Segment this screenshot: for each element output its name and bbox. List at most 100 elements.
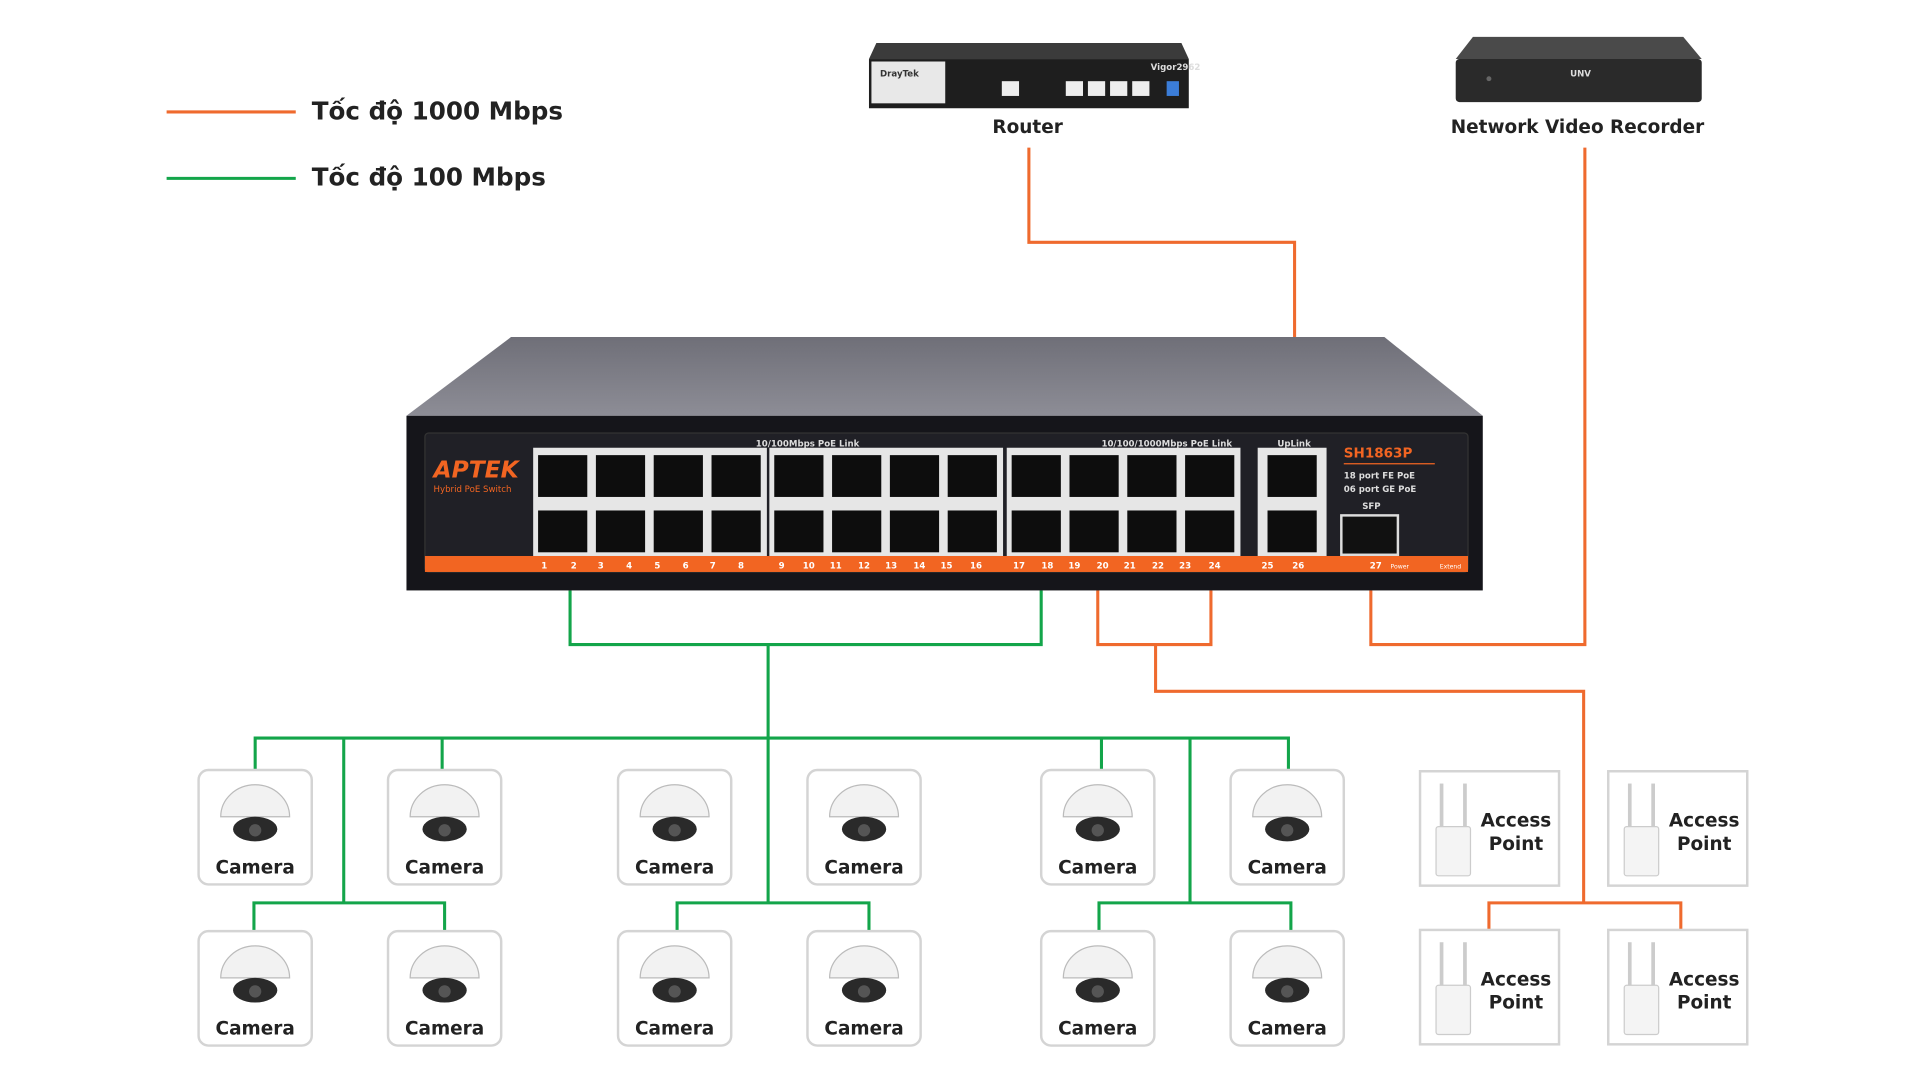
- port-number: 12: [858, 561, 870, 571]
- ap-link-ports: [1096, 590, 1213, 647]
- camera-label: Camera: [405, 1018, 484, 1039]
- access-point-icon: [1435, 783, 1472, 877]
- router[interactable]: DrayTek Vigor2962 Router: [868, 43, 1201, 138]
- router-link: [1027, 147, 1297, 340]
- rj45-port[interactable]: [595, 510, 646, 553]
- nvr-link: [1369, 147, 1587, 647]
- access-point-icon: [1623, 783, 1660, 877]
- camera-node[interactable]: Camera: [1039, 768, 1156, 886]
- camera-label: Camera: [216, 857, 295, 878]
- uplink-label: UpLink: [1277, 440, 1311, 450]
- dome-camera-icon: [220, 784, 291, 842]
- rj45-port[interactable]: [1069, 455, 1119, 497]
- rj45-port[interactable]: [653, 510, 703, 553]
- port-number: 7: [710, 561, 716, 571]
- legend: Tốc độ 1000 Mbps Tốc độ 100 Mbps: [166, 96, 563, 192]
- rj45-port[interactable]: [1011, 455, 1061, 497]
- rj45-port[interactable]: [1185, 455, 1235, 497]
- nvr[interactable]: UNV Network Video Recorder: [1451, 36, 1705, 138]
- rj45-port[interactable]: [711, 455, 761, 497]
- port-number: 27: [1370, 561, 1382, 571]
- rj45-port[interactable]: [1185, 510, 1235, 553]
- rj45-port[interactable]: [774, 510, 824, 553]
- camera-node[interactable]: Camera: [806, 929, 922, 1047]
- camera-node[interactable]: Camera: [806, 768, 922, 886]
- camera-node[interactable]: Camera: [616, 768, 733, 886]
- dome-camera-icon: [1062, 784, 1133, 842]
- rj45-port[interactable]: [832, 455, 882, 497]
- camera-bus: [253, 736, 1290, 771]
- group1-label: 10/100Mbps PoE Link: [756, 440, 860, 450]
- rj45-port[interactable]: [538, 455, 588, 497]
- port-number: 14: [913, 561, 925, 571]
- nvr-label: Network Video Recorder: [1451, 117, 1705, 138]
- rj45-port[interactable]: [889, 455, 940, 497]
- camera-label: Camera: [1058, 857, 1137, 878]
- nvr-brand: UNV: [1570, 69, 1591, 79]
- rj45-port[interactable]: [774, 455, 824, 497]
- access-point-label: Point: [1489, 834, 1544, 855]
- sfp-label: SFP: [1362, 502, 1380, 512]
- switch-spec-ge: 06 port GE PoE: [1344, 485, 1417, 495]
- camera-label: Camera: [1248, 1018, 1327, 1039]
- legend-label-100: Tốc độ 100 Mbps: [312, 163, 546, 192]
- rj45-port[interactable]: [595, 455, 646, 497]
- sfp-port[interactable]: [1340, 514, 1400, 556]
- port-number: 11: [830, 561, 842, 571]
- rj45-port[interactable]: [538, 510, 588, 553]
- port-number: 9: [779, 561, 785, 571]
- group2-label: 10/100/1000Mbps PoE Link: [1101, 440, 1232, 450]
- nvr-top: [1455, 36, 1702, 60]
- camera-node[interactable]: Camera: [1229, 929, 1346, 1047]
- access-point-label: Access: [1669, 811, 1740, 832]
- camera-node[interactable]: Camera: [197, 929, 313, 1047]
- camera-label: Camera: [824, 857, 903, 878]
- port-number-strip: [424, 555, 1469, 572]
- camera-node[interactable]: Camera: [616, 929, 733, 1047]
- port-number: 23: [1179, 561, 1191, 571]
- rj45-port[interactable]: [947, 510, 997, 553]
- dome-camera-icon: [828, 945, 900, 1003]
- camera-node[interactable]: Camera: [197, 768, 313, 886]
- port-number: 16: [970, 561, 982, 571]
- dome-camera-icon: [409, 784, 480, 842]
- rj45-port[interactable]: [947, 455, 997, 497]
- access-point-label: Point: [1489, 993, 1544, 1014]
- rj45-port[interactable]: [1011, 510, 1061, 553]
- camera-node[interactable]: Camera: [386, 768, 503, 886]
- camera-node[interactable]: Camera: [386, 929, 503, 1047]
- camera-node[interactable]: Camera: [1039, 929, 1156, 1047]
- port-number: 21: [1124, 561, 1136, 571]
- rj45-port[interactable]: [832, 510, 882, 553]
- rj45-port[interactable]: [1127, 455, 1177, 497]
- uplink-port[interactable]: [1267, 455, 1317, 497]
- rj45-ports: [533, 447, 1327, 556]
- legend-label-1000: Tốc độ 1000 Mbps: [312, 96, 563, 125]
- switch-brand: APTEK: [432, 455, 521, 483]
- camera-label: Camera: [405, 857, 484, 878]
- router-ports: [1001, 81, 1179, 96]
- rj45-port[interactable]: [1069, 510, 1119, 553]
- dome-camera-icon: [639, 784, 710, 842]
- uplink-port[interactable]: [1267, 510, 1317, 553]
- dome-camera-icon: [220, 945, 291, 1003]
- camera-label: Camera: [824, 1018, 903, 1039]
- camera-label: Camera: [635, 1018, 714, 1039]
- rj45-port[interactable]: [653, 455, 703, 497]
- router-model: Vigor2962: [1151, 63, 1201, 73]
- port-number: 24: [1209, 561, 1221, 571]
- port-number: 18: [1041, 561, 1053, 571]
- poe-switch[interactable]: APTEK Hybrid PoE Switch 10/100Mbps PoE L…: [406, 337, 1483, 591]
- rj45-port[interactable]: [889, 510, 940, 553]
- rj45-port[interactable]: [711, 510, 761, 553]
- switch-model: SH1863P: [1344, 446, 1413, 462]
- rj45-port[interactable]: [1127, 510, 1177, 553]
- camera-node[interactable]: Camera: [1229, 768, 1346, 886]
- switch-top: [406, 337, 1483, 416]
